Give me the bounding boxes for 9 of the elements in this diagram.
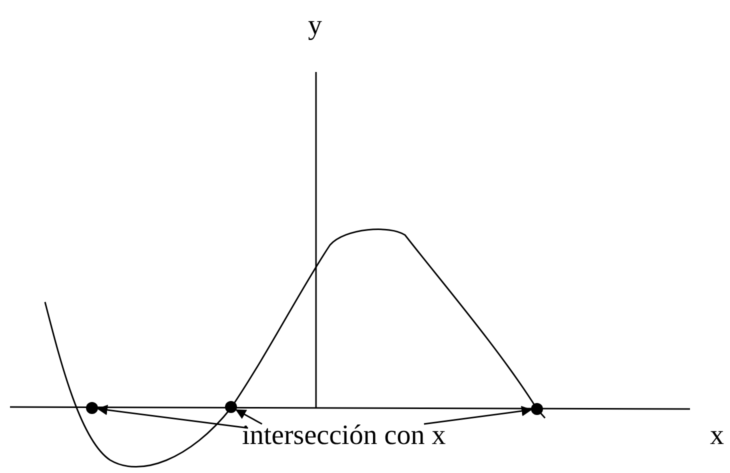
arrow: [96, 404, 248, 429]
arrow: [424, 406, 532, 425]
intersection-point: [86, 402, 98, 414]
arrow: [235, 409, 262, 425]
axis-label: x: [710, 420, 724, 452]
axis-label: y: [308, 10, 322, 42]
intersection-point: [225, 401, 237, 413]
intersection-point: [531, 403, 543, 415]
callout-text: intersección con x: [242, 420, 446, 452]
